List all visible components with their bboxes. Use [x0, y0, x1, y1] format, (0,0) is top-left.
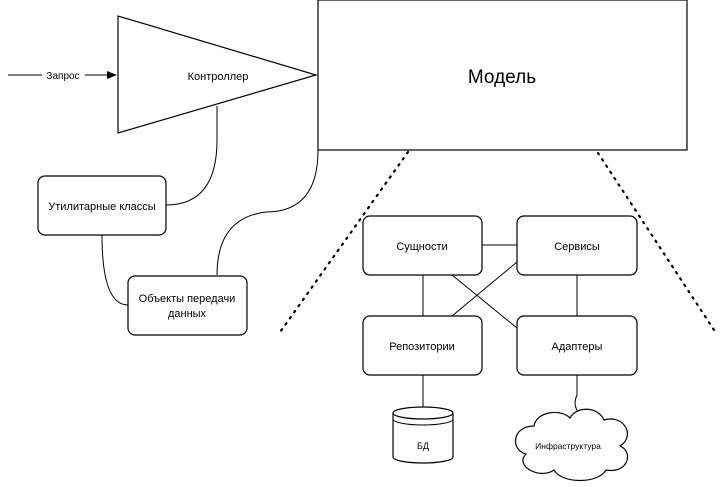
infrastructure-label: Инфраструктура — [535, 441, 601, 451]
db-node[interactable]: БД — [392, 406, 454, 464]
services-node[interactable]: Сервисы — [516, 215, 638, 276]
adapters-label: Адаптеры — [552, 341, 603, 353]
utility-classes-label: Утилитарные классы — [48, 201, 156, 213]
entities-node[interactable]: Сущности — [362, 215, 483, 276]
cloud-icon — [515, 408, 629, 481]
controller-to-utility-connector — [165, 106, 218, 206]
controller-shape — [117, 15, 319, 134]
model-label: Модель — [468, 67, 536, 88]
request-label-bg — [42, 68, 85, 82]
utility-classes-box — [37, 175, 167, 236]
request-label: Запрос — [46, 71, 79, 82]
model-to-dto-connector — [216, 149, 319, 276]
model-node[interactable]: Модель — [317, 0, 688, 151]
db-label: БД — [417, 441, 429, 451]
services-label: Сервисы — [554, 241, 600, 253]
repositories-node[interactable]: Репозитории — [362, 315, 483, 376]
dto-node[interactable]: Объекты передачи данных — [127, 275, 248, 336]
entities-adapters-line — [451, 274, 518, 329]
repositories-label: Репозитории — [389, 341, 455, 353]
db-cylinder-ring — [392, 418, 454, 426]
model-box — [317, 0, 688, 151]
repositories-box — [362, 315, 483, 376]
infrastructure-node[interactable]: Инфраструктура — [515, 408, 629, 481]
controller-label: Контроллер — [188, 71, 249, 83]
utility-to-dto-connector — [101, 234, 129, 306]
model-zoom-dotted-right — [596, 151, 718, 335]
adapters-infrastructure-line — [574, 375, 581, 416]
adapters-node[interactable]: Адаптеры — [516, 315, 638, 376]
entities-label: Сущности — [396, 241, 447, 253]
dto-box — [127, 275, 248, 336]
controller-node[interactable]: Контроллер — [117, 15, 319, 134]
db-cylinder-top — [392, 406, 454, 420]
dto-label-line2: данных — [168, 308, 207, 320]
model-zoom-dotted-left — [276, 150, 410, 337]
services-repositories-line — [451, 261, 518, 317]
utility-classes-node[interactable]: Утилитарные классы — [37, 175, 167, 236]
db-cylinder-body — [392, 413, 454, 464]
services-box — [516, 215, 638, 276]
dto-label-line1: Объекты передачи — [139, 293, 236, 305]
adapters-box — [516, 315, 638, 376]
entities-box — [362, 215, 483, 276]
